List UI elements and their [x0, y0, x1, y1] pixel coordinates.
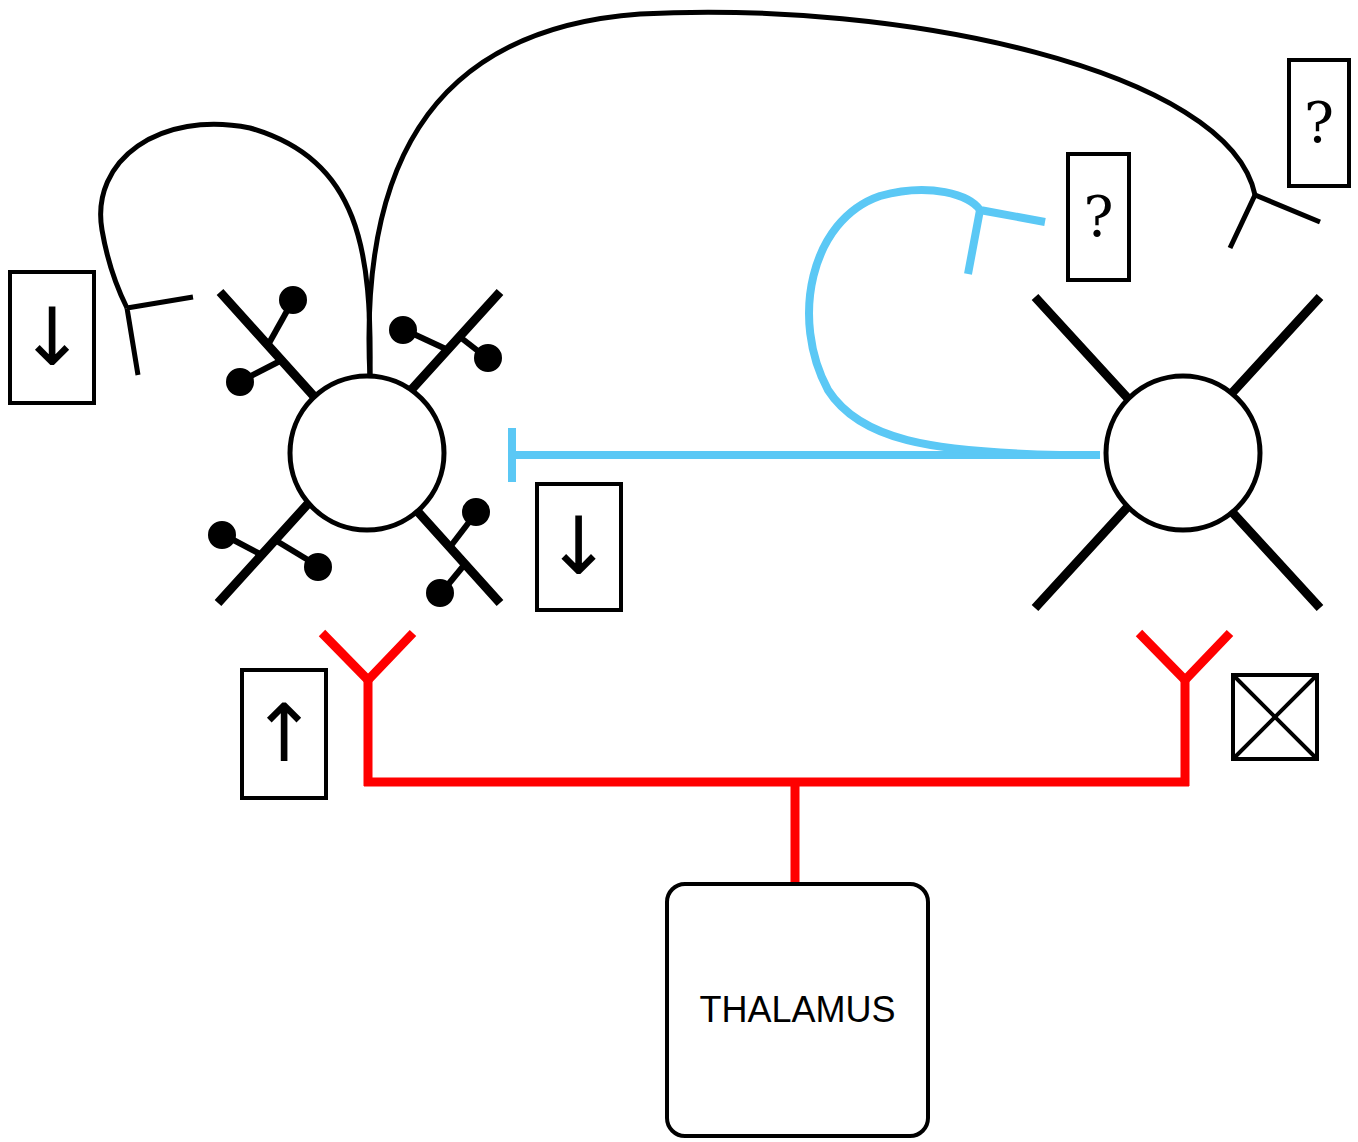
node-label: ↓ — [18, 298, 85, 378]
inhibitory-terminal — [968, 210, 980, 274]
node-label: ↑ — [250, 694, 317, 774]
synapse-terminal — [127, 297, 193, 375]
synapse-terminal — [1230, 195, 1320, 248]
decrease-marker: ↓ — [535, 482, 623, 612]
axon-collateral — [101, 124, 371, 378]
interneuron-soma — [1106, 376, 1260, 530]
decrease-marker: ↓ — [8, 270, 96, 405]
thalamus-box: THALAMUS — [665, 882, 930, 1138]
inhibitory-terminal — [508, 428, 516, 482]
thalamic-projection — [322, 633, 1230, 882]
node-label: ↓ — [545, 507, 612, 587]
increase-marker: ↑ — [240, 668, 328, 800]
node-label: THALAMUS — [699, 992, 895, 1028]
dendrites — [218, 292, 500, 603]
unknown-marker: ? — [1287, 58, 1351, 188]
node-label: ? — [1083, 189, 1113, 245]
blocked-marker — [1233, 675, 1317, 759]
unknown-marker: ? — [1066, 152, 1131, 282]
node-label: ? — [1304, 95, 1334, 151]
dendritic-spines — [211, 289, 499, 604]
dendrites — [1035, 297, 1320, 608]
inhibitory-collateral — [809, 190, 1060, 455]
pyramidal-soma — [290, 376, 444, 530]
